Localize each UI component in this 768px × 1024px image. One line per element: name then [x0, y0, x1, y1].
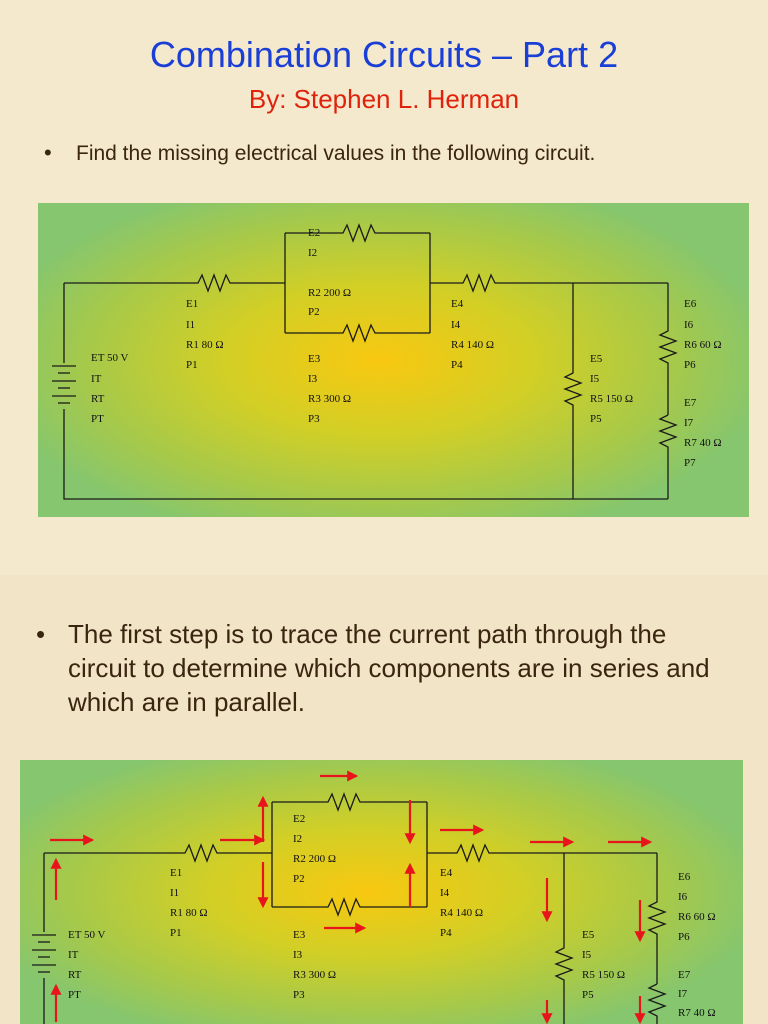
- r1-label-3: P1: [170, 927, 182, 939]
- r4-label-1: I4: [440, 887, 450, 899]
- r5-label-3: P5: [582, 989, 594, 1001]
- slide-subtitle: By: Stephen L. Herman: [248, 84, 520, 114]
- r6-label-2: R6 60 Ω: [684, 339, 722, 351]
- source-label-1: IT: [91, 373, 102, 385]
- bullet-marker: •: [44, 140, 52, 165]
- r4-label-2: R4 140 Ω: [451, 339, 495, 351]
- resistor-r3: [272, 897, 427, 917]
- resistor-r5: [554, 853, 574, 1024]
- slide-title: Combination Circuits – Part 2: [149, 34, 619, 75]
- r7-label-0: E7: [684, 397, 697, 409]
- r6-label-0: E6: [684, 298, 697, 310]
- r6-label-1: I6: [684, 319, 694, 331]
- r3-label-3: P3: [308, 413, 320, 425]
- source-label-2: RT: [68, 969, 82, 981]
- r7-label-0: E7: [678, 969, 691, 981]
- r2-label-0: E2: [308, 227, 321, 239]
- source-label-0: ET 50 V: [91, 352, 129, 364]
- r3-label-2: R3 300 Ω: [308, 393, 352, 405]
- resistor-r6: [647, 853, 667, 984]
- r4-label-1: I4: [451, 319, 461, 331]
- resistor-r1: [175, 843, 272, 863]
- battery-symbol: [52, 365, 76, 404]
- r7-label-3: P7: [684, 457, 696, 469]
- r3-label-2: R3 300 Ω: [293, 969, 337, 981]
- r5-label-2: R5 150 Ω: [582, 969, 626, 981]
- source-label-3: PT: [91, 413, 104, 425]
- source-label-1: IT: [68, 949, 79, 961]
- source-label-0: ET 50 V: [68, 929, 106, 941]
- circuit-schematic-traced: [32, 770, 667, 1024]
- r6-label-0: E6: [678, 871, 691, 883]
- bullet-text: Find the missing electrical values in th…: [76, 142, 596, 165]
- r2-label-2: R2 200 Ω: [308, 287, 352, 299]
- r4-label-3: P4: [451, 359, 463, 371]
- circuit-schematic: [52, 223, 678, 500]
- resistor-r2: [285, 223, 430, 243]
- r7-label-1: I7: [678, 988, 688, 1000]
- bullet-text: The first step is to trace the current p…: [68, 619, 710, 717]
- r4-label-0: E4: [440, 867, 453, 879]
- r6-label-3: P6: [684, 359, 696, 371]
- r6-label-3: P6: [678, 931, 690, 943]
- r5-label-1: I5: [582, 949, 592, 961]
- wire-left: [63, 283, 668, 500]
- slide-1: Combination Circuits – Part 2 By: Stephe…: [38, 34, 749, 517]
- r7-label-2: R7 40 Ω: [684, 437, 722, 449]
- r5-label-0: E5: [582, 929, 595, 941]
- r4-label-3: P4: [440, 927, 452, 939]
- r1-label-3: P1: [186, 359, 198, 371]
- circuit-diagram-traced: ET 50 V IT RT PT E1 I1 R1 80 Ω P1 E2 I2 …: [20, 760, 743, 1024]
- r1-label-1: I1: [170, 887, 180, 899]
- battery-symbol: [32, 934, 56, 973]
- r7-label-1: I7: [684, 417, 694, 429]
- r3-label-0: E3: [308, 353, 321, 365]
- r1-label-2: R1 80 Ω: [170, 907, 208, 919]
- r1-label-0: E1: [170, 867, 183, 879]
- bullet-marker: •: [36, 619, 46, 649]
- r3-label-0: E3: [293, 929, 306, 941]
- resistor-r6: [658, 283, 678, 415]
- resistor-r2: [272, 792, 427, 812]
- resistor-r3: [285, 323, 430, 343]
- r2-label-3: P2: [308, 306, 320, 318]
- resistor-r1: [188, 273, 285, 293]
- r6-label-1: I6: [678, 891, 688, 903]
- r2-label-3: P2: [293, 873, 305, 885]
- source-label-2: RT: [91, 393, 105, 405]
- r3-label-3: P3: [293, 989, 305, 1001]
- r2-label-0: E2: [293, 813, 306, 825]
- r1-label-0: E1: [186, 298, 199, 310]
- slide-2: • The first step is to trace the current…: [0, 575, 768, 1024]
- r4-label-2: R4 140 Ω: [440, 907, 484, 919]
- r5-label-2: R5 150 Ω: [590, 393, 634, 405]
- r1-label-1: I1: [186, 319, 196, 331]
- circuit-diagram: ET 50 V IT RT PT E1 I1 R1 80 Ω P1 E2 I2 …: [38, 203, 749, 517]
- current-arrows: [50, 770, 653, 1024]
- r2-label-2: R2 200 Ω: [293, 853, 337, 865]
- r5-label-3: P5: [590, 413, 602, 425]
- r7-label-2: R7 40 Ω: [678, 1007, 716, 1019]
- r3-label-1: I3: [293, 949, 303, 961]
- source-label-3: PT: [68, 989, 81, 1001]
- resistor-r4: [430, 273, 668, 293]
- r3-label-1: I3: [308, 373, 318, 385]
- r2-label-1: I2: [293, 833, 303, 845]
- r2-label-1: I2: [308, 247, 318, 259]
- r4-label-0: E4: [451, 298, 464, 310]
- resistor-r7: [647, 983, 667, 1024]
- r5-label-0: E5: [590, 353, 603, 365]
- resistor-r7: [658, 414, 678, 499]
- r1-label-2: R1 80 Ω: [186, 339, 224, 351]
- resistor-r4: [427, 843, 657, 863]
- r6-label-2: R6 60 Ω: [678, 911, 716, 923]
- resistor-r5: [563, 283, 583, 499]
- r5-label-1: I5: [590, 373, 600, 385]
